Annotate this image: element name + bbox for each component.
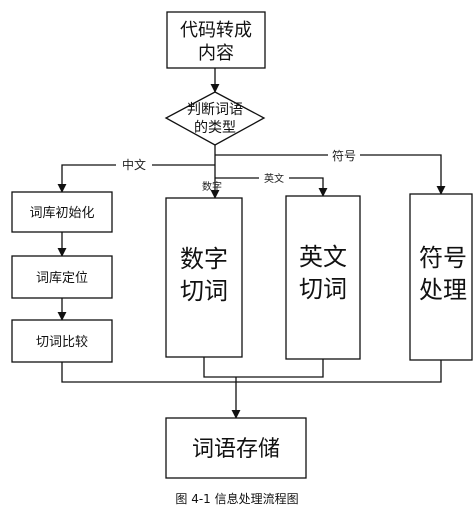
edge-label-chinese-bg	[116, 157, 152, 173]
edge-symbol	[215, 154, 446, 195]
node-symbol-line1: 符号	[419, 244, 467, 272]
node-convert-box	[166, 11, 266, 69]
node-english-box	[285, 195, 361, 360]
edge-label-symbol: 符号	[332, 148, 356, 163]
node-digit-line1: 数字	[180, 245, 228, 273]
edge-symbol-merge	[236, 360, 442, 383]
node-digit-box	[165, 197, 243, 358]
edge-compare-merge	[61, 362, 236, 383]
node-symbol-line2: 处理	[419, 276, 467, 304]
edge-digit-merge	[203, 357, 236, 378]
connectors	[57, 68, 446, 419]
node-init-box	[11, 191, 113, 233]
node-digit-line2: 切词	[180, 277, 228, 305]
node-store-box	[165, 417, 307, 479]
edge-english-merge	[236, 359, 324, 378]
node-init-label: 词库初始化	[29, 205, 94, 221]
edge-label-symbol-bg	[328, 147, 360, 163]
node-english-line1: 英文	[299, 243, 347, 271]
node-judge-line2: 的类型	[194, 120, 236, 136]
node-locate-label: 词库定位	[36, 270, 88, 286]
edge-english	[215, 177, 328, 197]
edge-label-chinese: 中文	[122, 157, 146, 172]
node-compare-label: 切词比较	[36, 335, 88, 350]
edge-label-digit: 数字	[202, 180, 222, 193]
edge-label-english-bg	[259, 171, 289, 185]
figure-caption: 图 4-1 信息处理流程图	[175, 492, 299, 506]
node-convert-line1: 代码转成	[180, 20, 252, 41]
node-symbol-box	[409, 193, 473, 361]
node-locate-box	[11, 255, 113, 299]
node-judge-diamond	[164, 91, 266, 146]
node-compare-box	[11, 319, 113, 363]
edge-chinese	[57, 164, 215, 193]
node-store-label: 词语存储	[192, 437, 280, 462]
node-english-line2: 切词	[299, 275, 347, 303]
edge-label-english: 英文	[264, 172, 284, 185]
node-judge-line1: 判断词语	[187, 102, 243, 118]
node-convert-line2: 内容	[198, 43, 234, 64]
